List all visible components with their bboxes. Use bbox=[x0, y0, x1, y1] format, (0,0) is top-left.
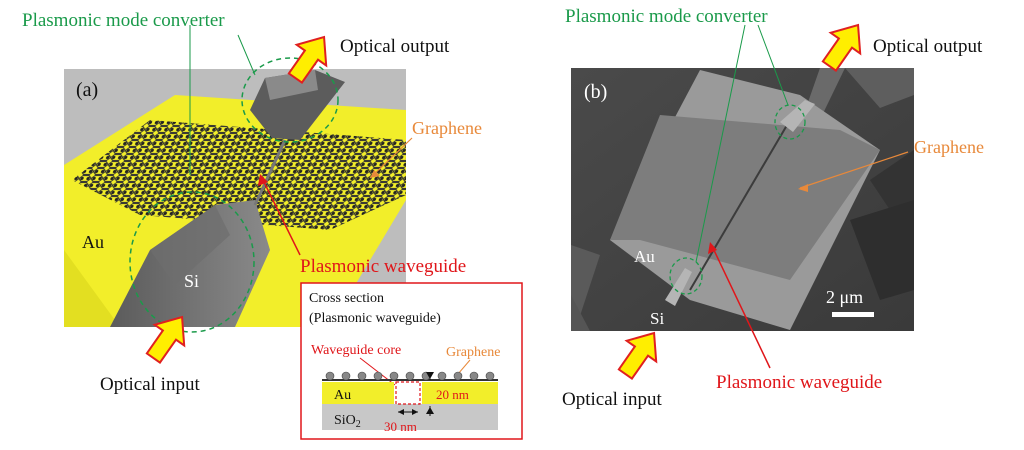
converter-circle-bottom bbox=[129, 191, 255, 333]
optical-input-arrow-b bbox=[617, 331, 658, 381]
optical-output-label-a: Optical output bbox=[340, 36, 450, 57]
cross-section-inset: Cross section (Plasmonic waveguide) Wave… bbox=[300, 282, 523, 440]
inset-thickness-label: 20 nm bbox=[436, 387, 469, 402]
graphene-atoms bbox=[325, 371, 495, 381]
converter-circle-top bbox=[241, 57, 339, 143]
optical-output-arrow-a bbox=[287, 35, 328, 85]
au-label-a: Au bbox=[82, 232, 104, 252]
graphene-label-b: Graphene bbox=[914, 137, 984, 157]
optical-input-label-b: Optical input bbox=[562, 389, 662, 410]
converter-label-a: Plasmonic mode converter bbox=[22, 10, 225, 31]
inset-sio2-label: SiO2 bbox=[334, 413, 361, 430]
graphene-label-a: Graphene bbox=[412, 118, 482, 138]
inset-width-label: 30 nm bbox=[384, 419, 417, 434]
si-label-a: Si bbox=[184, 271, 199, 291]
inset-au-label: Au bbox=[334, 388, 351, 403]
panel-a: (a) Plasmonic mode converter Optical out… bbox=[22, 10, 482, 395]
optical-input-label-a: Optical input bbox=[100, 374, 200, 395]
optical-input-arrow-a bbox=[145, 315, 186, 365]
sem-converter-circle-bottom bbox=[669, 257, 703, 295]
scale-bar-label: 2 μm bbox=[826, 287, 863, 307]
sio2-layer bbox=[322, 404, 498, 430]
sem-converter-circle-top bbox=[774, 104, 806, 140]
optical-output-label-b: Optical output bbox=[873, 36, 983, 57]
converter-label-b: Plasmonic mode converter bbox=[565, 6, 768, 27]
si-label-b: Si bbox=[650, 309, 664, 328]
waveguide-core-label: Waveguide core bbox=[311, 343, 401, 358]
plasmonic-waveguide-label-b: Plasmonic waveguide bbox=[716, 372, 882, 393]
au-label-b: Au bbox=[634, 247, 655, 266]
plasmonic-waveguide-label-a: Plasmonic waveguide bbox=[300, 256, 466, 277]
inset-title-line2: (Plasmonic waveguide) bbox=[309, 311, 441, 326]
panel-a-label: (a) bbox=[76, 79, 98, 101]
graphene-sheet bbox=[72, 120, 406, 230]
optical-output-arrow-b bbox=[821, 23, 862, 73]
scale-bar bbox=[832, 312, 874, 317]
panel-b: (b) Plasmonic mode converter Optical out… bbox=[562, 6, 984, 410]
panel-b-label: (b) bbox=[584, 81, 607, 103]
sem-waveguide-line bbox=[689, 119, 791, 291]
inset-graphene-label: Graphene bbox=[446, 345, 500, 360]
inset-title-line1: Cross section bbox=[309, 291, 384, 306]
au-layer-left bbox=[322, 382, 394, 404]
au-layer-right bbox=[422, 382, 498, 404]
waveguide-core-gap bbox=[395, 381, 421, 405]
